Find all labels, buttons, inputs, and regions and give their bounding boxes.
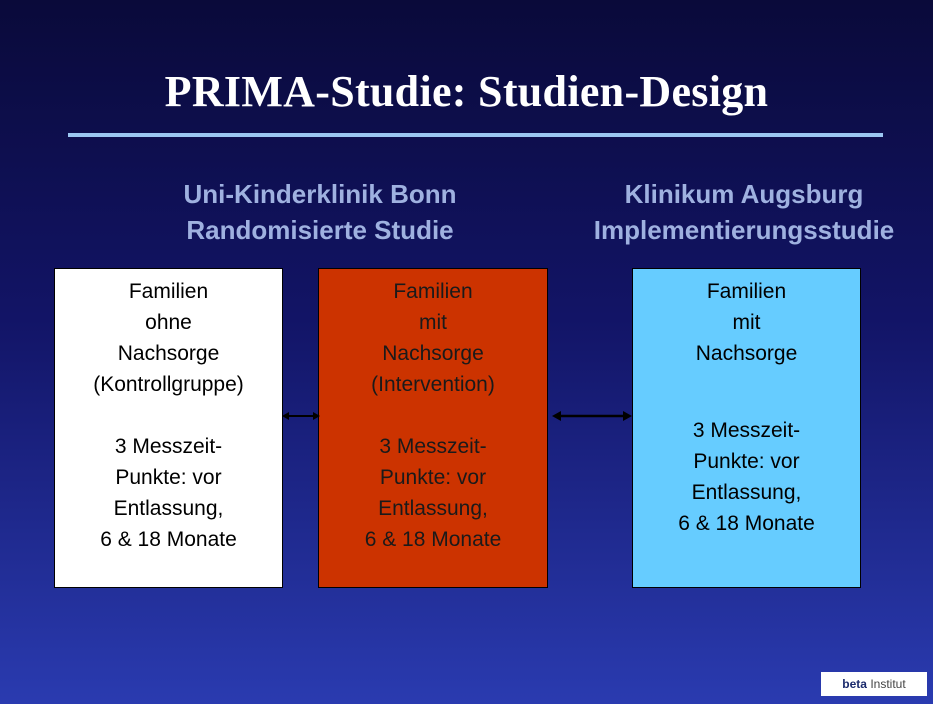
logo-brand: beta: [842, 677, 867, 691]
box-control-line: ohne: [145, 311, 192, 334]
slide-title: PRIMA-Studie: Studien-Design: [164, 67, 769, 116]
beta-institut-logo: beta Institut: [821, 672, 927, 696]
box-augsburg-line: mit: [732, 311, 761, 334]
heading-augsburg-line2: Implementierungsstudie: [593, 215, 895, 245]
heading-augsburg-line1: Klinikum Augsburg: [624, 179, 864, 209]
logo-suffix: Institut: [870, 677, 906, 691]
heading-augsburg: Klinikum Augsburg Implementierungsstudie: [555, 176, 933, 248]
box-intervention-measure: 3 Messzeit-: [379, 435, 487, 458]
box-intervention-line: mit: [419, 311, 447, 334]
box-intervention-line: Familien: [393, 280, 473, 303]
box-intervention-measure: 6 & 18 Monate: [364, 528, 502, 551]
box-augsburg-group: Familien mit Nachsorge 3 Messzeit- Punkt…: [632, 268, 861, 588]
box-control-measure: 3 Messzeit-: [114, 435, 223, 458]
title-underline: [68, 133, 883, 137]
double-arrow-left: [282, 412, 320, 420]
box-augsburg-measure: 6 & 18 Monate: [678, 512, 815, 535]
box-control-measure: Entlassung,: [113, 497, 224, 520]
heading-bonn-line1: Uni-Kinderklinik Bonn: [183, 179, 457, 209]
box-augsburg-measure: Entlassung,: [691, 481, 802, 504]
box-intervention-group: Familien mit Nachsorge (Intervention) 3 …: [318, 268, 548, 588]
box-intervention-measure: Punkte: vor: [379, 466, 487, 489]
spacer: [319, 400, 547, 431]
spacer: [633, 369, 860, 415]
box-control-measure: Punkte: vor: [115, 466, 222, 489]
box-control-line: (Kontrollgruppe): [93, 373, 244, 396]
box-control-measure: 6 & 18 Monate: [100, 528, 237, 551]
double-arrow-right: [552, 411, 632, 421]
box-intervention-line: (Intervention): [371, 373, 495, 396]
heading-bonn-line2: Randomisierte Studie: [186, 215, 454, 245]
box-control-group: Familien ohne Nachsorge (Kontrollgruppe)…: [54, 268, 283, 588]
box-intervention-measure: Entlassung,: [378, 497, 488, 520]
box-augsburg-line: Familien: [706, 280, 787, 303]
box-augsburg-measure: Punkte: vor: [693, 450, 800, 473]
heading-bonn: Uni-Kinderklinik Bonn Randomisierte Stud…: [120, 176, 520, 248]
box-augsburg-line: Nachsorge: [695, 342, 798, 365]
box-intervention-line: Nachsorge: [382, 342, 484, 365]
box-control-line: Familien: [128, 280, 209, 303]
box-augsburg-measure: 3 Messzeit-: [692, 419, 801, 442]
box-control-line: Nachsorge: [117, 342, 220, 365]
spacer: [55, 400, 282, 431]
